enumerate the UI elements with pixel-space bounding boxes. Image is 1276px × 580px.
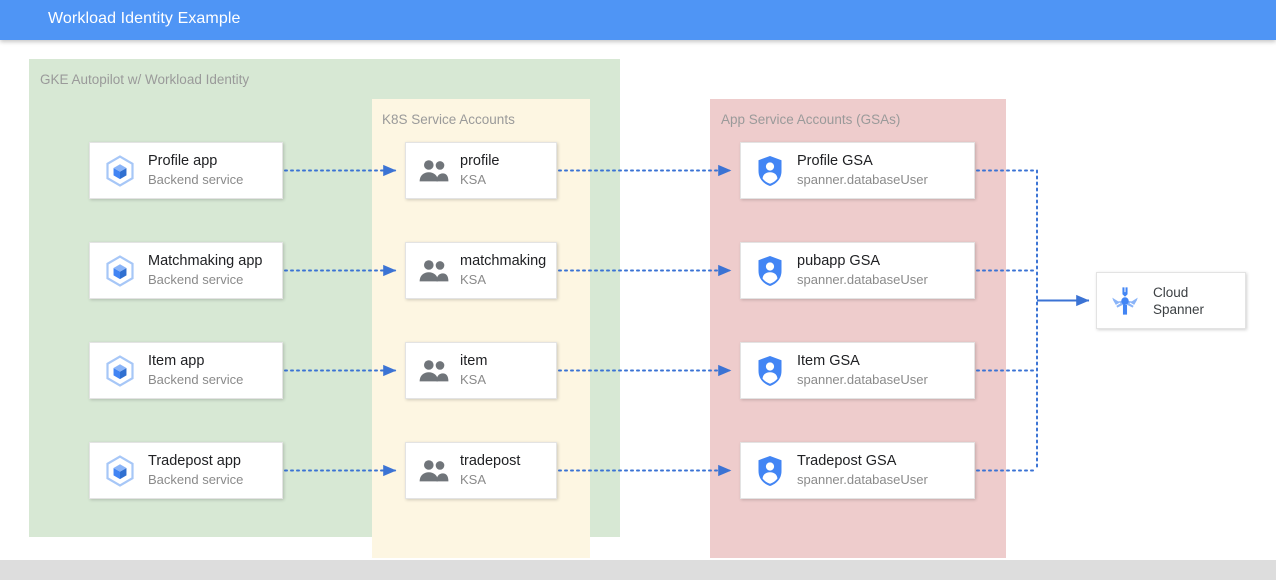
iam-shield-person-icon bbox=[743, 355, 797, 387]
iam-shield-person-icon bbox=[743, 255, 797, 287]
card-item-app[interactable]: Item app Backend service bbox=[89, 342, 283, 399]
card-subtitle: spanner.databaseUser bbox=[797, 172, 928, 187]
card-pubapp-gsa[interactable]: pubapp GSA spanner.databaseUser bbox=[740, 242, 975, 299]
card-text: Profile GSA spanner.databaseUser bbox=[797, 152, 928, 189]
diagram-canvas: GKE Autopilot w/ Workload Identity K8S S… bbox=[0, 40, 1276, 560]
card-title-line1: Cloud bbox=[1153, 284, 1189, 300]
card-title: matchmaking bbox=[460, 253, 547, 269]
card-subtitle: spanner.databaseUser bbox=[797, 372, 928, 387]
card-tradepost-ksa[interactable]: tradepost KSA bbox=[405, 442, 557, 499]
card-text: tradepost KSA bbox=[460, 452, 520, 489]
iam-shield-person-icon bbox=[743, 455, 797, 487]
card-text: item KSA bbox=[460, 352, 487, 389]
card-text: Tradepost app Backend service bbox=[148, 452, 243, 489]
card-profile-app[interactable]: Profile app Backend service bbox=[89, 142, 283, 199]
card-profile-ksa[interactable]: profile KSA bbox=[405, 142, 557, 199]
group-app-service-accounts-label: App Service Accounts (GSAs) bbox=[721, 112, 901, 127]
card-subtitle: spanner.databaseUser bbox=[797, 472, 928, 487]
page-title: Workload Identity Example bbox=[48, 10, 241, 27]
card-profile-gsa[interactable]: Profile GSA spanner.databaseUser bbox=[740, 142, 975, 199]
app-header: Workload Identity Example bbox=[0, 0, 1276, 40]
card-text: Tradepost GSA spanner.databaseUser bbox=[797, 452, 928, 489]
people-icon bbox=[408, 458, 460, 484]
card-tradepost-app[interactable]: Tradepost app Backend service bbox=[89, 442, 283, 499]
people-icon bbox=[408, 158, 460, 184]
card-cloud-spanner[interactable]: Cloud Spanner bbox=[1096, 272, 1246, 329]
card-title: item bbox=[460, 353, 488, 369]
group-k8s-service-accounts-label: K8S Service Accounts bbox=[382, 112, 515, 127]
card-subtitle: spanner.databaseUser bbox=[797, 272, 928, 287]
card-title: Profile app bbox=[148, 153, 218, 169]
card-title: Profile GSA bbox=[797, 153, 873, 169]
card-title-line2: Spanner bbox=[1153, 301, 1205, 317]
card-subtitle: KSA bbox=[460, 172, 487, 187]
card-item-gsa[interactable]: Item GSA spanner.databaseUser bbox=[740, 342, 975, 399]
card-text: Item GSA spanner.databaseUser bbox=[797, 352, 928, 389]
card-subtitle: KSA bbox=[460, 472, 487, 487]
card-title: Item GSA bbox=[797, 353, 860, 369]
card-title: pubapp GSA bbox=[797, 253, 881, 269]
card-title: profile bbox=[460, 153, 500, 169]
cloud-spanner-icon bbox=[1097, 284, 1153, 318]
card-subtitle: Backend service bbox=[148, 272, 244, 287]
iam-shield-person-icon bbox=[743, 155, 797, 187]
card-title: Matchmaking app bbox=[148, 253, 263, 269]
people-icon bbox=[408, 358, 460, 384]
card-text: Profile app Backend service bbox=[148, 152, 243, 189]
card-text: matchmaking KSA bbox=[460, 252, 546, 289]
card-subtitle: Backend service bbox=[148, 372, 244, 387]
card-title: Tradepost app bbox=[148, 453, 241, 469]
card-text: Cloud Spanner bbox=[1153, 284, 1204, 318]
card-title: tradepost bbox=[460, 453, 521, 469]
card-matchmaking-app[interactable]: Matchmaking app Backend service bbox=[89, 242, 283, 299]
card-subtitle: KSA bbox=[460, 372, 487, 387]
card-text: profile KSA bbox=[460, 152, 500, 189]
card-tradepost-gsa[interactable]: Tradepost GSA spanner.databaseUser bbox=[740, 442, 975, 499]
card-matchmaking-ksa[interactable]: matchmaking KSA bbox=[405, 242, 557, 299]
card-subtitle: Backend service bbox=[148, 172, 244, 187]
gke-workload-icon bbox=[92, 254, 148, 288]
card-text: Matchmaking app Backend service bbox=[148, 252, 262, 289]
gke-workload-icon bbox=[92, 454, 148, 488]
gke-workload-icon bbox=[92, 154, 148, 188]
card-subtitle: KSA bbox=[460, 272, 487, 287]
card-text: Item app Backend service bbox=[148, 352, 243, 389]
footer-bar bbox=[0, 560, 1276, 580]
card-item-ksa[interactable]: item KSA bbox=[405, 342, 557, 399]
group-gke-autopilot-label: GKE Autopilot w/ Workload Identity bbox=[40, 72, 250, 87]
people-icon bbox=[408, 258, 460, 284]
card-title: Tradepost GSA bbox=[797, 453, 897, 469]
gke-workload-icon bbox=[92, 354, 148, 388]
card-subtitle: Backend service bbox=[148, 472, 244, 487]
card-title: Item app bbox=[148, 353, 205, 369]
card-text: pubapp GSA spanner.databaseUser bbox=[797, 252, 928, 289]
